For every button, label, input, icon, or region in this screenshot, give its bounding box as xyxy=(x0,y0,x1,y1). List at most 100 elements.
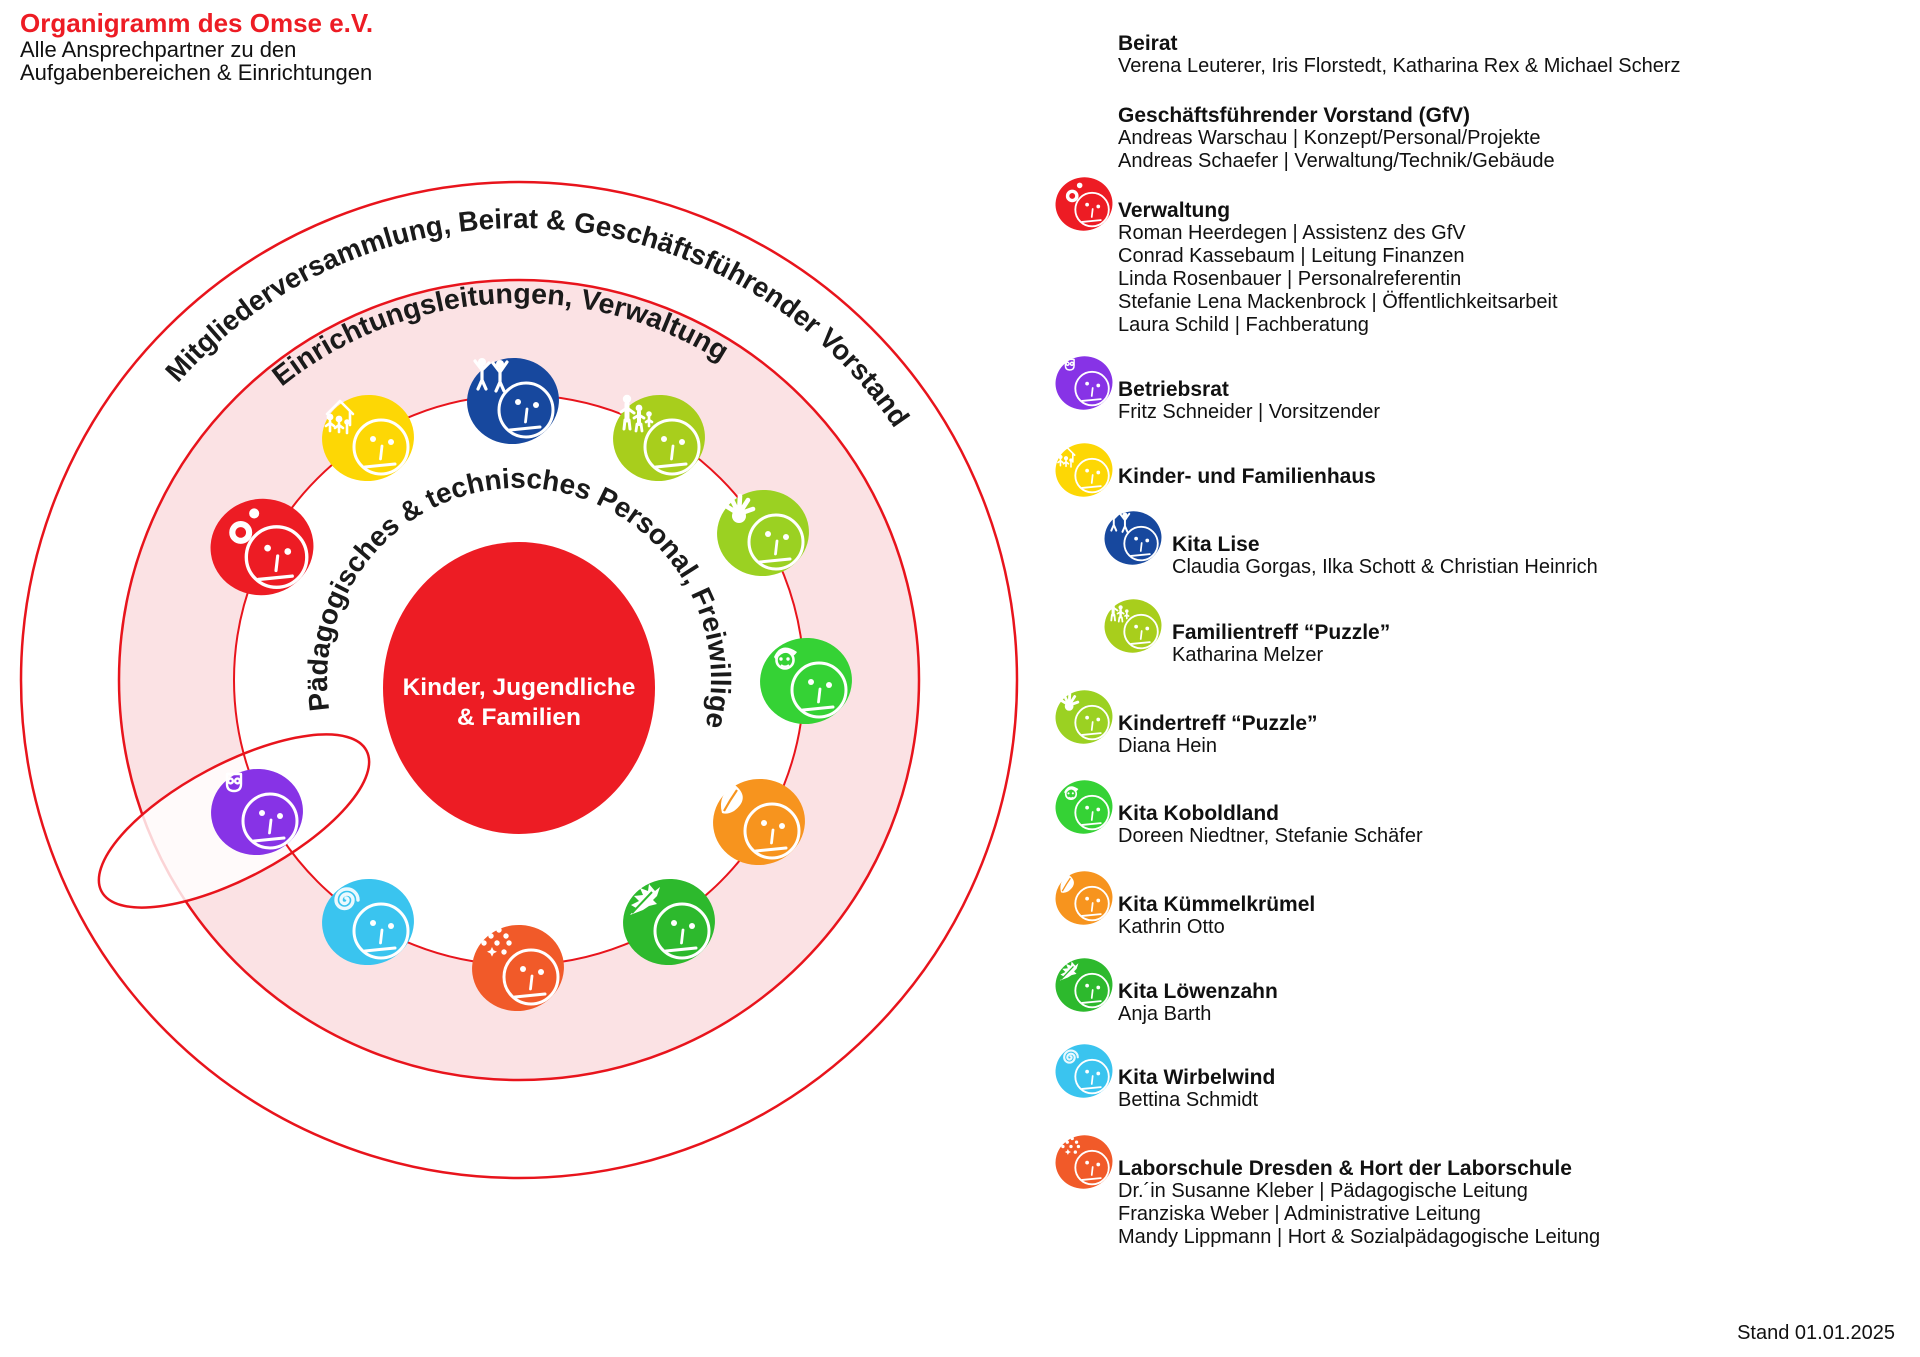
family-icon xyxy=(619,394,654,433)
org-node-kita-wirbelwind xyxy=(322,878,414,966)
legend-section-title: Kita Lise xyxy=(1172,533,1260,556)
legend-person-line: Laura Schild | Fachberatung xyxy=(1118,314,1369,336)
date-stamp: Stand 01.01.2025 xyxy=(1737,1322,1895,1344)
node-circle xyxy=(322,394,414,482)
leaf-icon xyxy=(1060,875,1074,893)
org-node-kita-koboldland xyxy=(760,637,852,725)
legend-section-title: Laborschule Dresden & Hort der Laborschu… xyxy=(1118,1157,1572,1180)
face-icon xyxy=(743,802,801,860)
org-node-laborschule xyxy=(472,924,564,1012)
node-circle xyxy=(1104,511,1162,565)
page-subtitle-line2: Aufgabenbereichen & Einrichtungen xyxy=(20,60,373,85)
legend-icon-laborschule xyxy=(1055,1135,1113,1189)
legend-person-line: Fritz Schneider | Vorsitzender xyxy=(1118,401,1380,423)
page-subtitle-line1: Alle Ansprechpartner zu den xyxy=(20,37,297,62)
face-icon xyxy=(1074,1149,1110,1186)
legend-person-line: Doreen Niedtner, Stefanie Schäfer xyxy=(1118,825,1423,847)
legend-person-line: Kathrin Otto xyxy=(1118,916,1225,938)
omse-logo-icon xyxy=(1065,182,1083,203)
face-icon xyxy=(1074,885,1110,922)
hand-icon xyxy=(723,493,756,523)
legend-person-line: Linda Rosenbauer | Personalreferentin xyxy=(1118,268,1462,290)
leaf-icon xyxy=(720,785,743,814)
legend-icon-familientreff-puzzle xyxy=(1104,599,1162,653)
center-label-line2: & Familien xyxy=(457,704,581,731)
legend-person-line: Conrad Kassebaum | Leitung Finanzen xyxy=(1118,245,1465,267)
mask-icon xyxy=(1064,358,1075,371)
node-circle xyxy=(1055,780,1113,834)
face-icon xyxy=(1074,1058,1110,1095)
dots-icon xyxy=(1061,1136,1081,1155)
face-icon xyxy=(1074,191,1110,228)
legend-section-familientreff-puzzle: Familientreff “Puzzle”Katharina Melzer xyxy=(1172,621,1390,667)
face-icon xyxy=(497,381,555,439)
legend-icon-kita-loewenzahn xyxy=(1055,958,1113,1012)
legend-person-line: Bettina Schmidt xyxy=(1118,1089,1259,1111)
face-icon xyxy=(1074,704,1110,741)
figure-pair-icon xyxy=(1108,511,1131,533)
legend-section-title: Kita Löwenzahn xyxy=(1118,980,1278,1003)
node-circle xyxy=(1055,443,1113,497)
center-circle xyxy=(383,542,655,834)
legend-section-title: Geschäftsführender Vorstand (GfV) xyxy=(1118,104,1470,127)
legend-person-line: Andreas Warschau | Konzept/Personal/Proj… xyxy=(1118,127,1541,149)
legend-icon-kindertreff-puzzle xyxy=(1055,690,1113,744)
legend-section-laborschule: Laborschule Dresden & Hort der Laborschu… xyxy=(1118,1157,1600,1249)
face-icon xyxy=(244,525,309,590)
org-node-betriebsrat xyxy=(211,768,303,856)
legend-person-line: Stefanie Lena Mackenbrock | Öffentlichke… xyxy=(1118,291,1558,313)
face-icon xyxy=(1074,972,1110,1009)
org-node-kinder-und-familienhaus xyxy=(322,394,414,482)
legend-section-title: Kinder- und Familienhaus xyxy=(1118,465,1376,488)
legend-person-line: Franziska Weber | Administrative Leitung xyxy=(1118,1203,1481,1225)
legend-person-line: Katharina Melzer xyxy=(1172,644,1324,666)
node-circle xyxy=(760,637,852,725)
legend-section-title: Familientreff “Puzzle” xyxy=(1172,621,1391,644)
legend-section-title: Kindertreff “Puzzle” xyxy=(1118,712,1318,735)
face-icon xyxy=(790,661,848,719)
kobold-icon xyxy=(1064,786,1079,801)
legend-section-gfv: Geschäftsführender Vorstand (GfV)Andreas… xyxy=(1118,104,1555,173)
face-icon xyxy=(653,902,711,960)
legend-person-line: Dr.´in Susanne Kleber | Pädagogische Lei… xyxy=(1118,1180,1528,1202)
legend-icon-kita-koboldland xyxy=(1055,780,1113,834)
face-icon xyxy=(1074,370,1110,407)
org-node-kita-loewenzahn xyxy=(623,878,715,966)
center-label-line1: Kinder, Jugendliche xyxy=(403,674,636,701)
org-node-kita-kuemmelkruemel xyxy=(713,778,805,866)
family-icon xyxy=(1108,599,1130,623)
spiral-icon xyxy=(1063,1049,1079,1064)
face-icon xyxy=(502,948,560,1006)
legend-section-kindertreff-puzzle: Kindertreff “Puzzle”Diana Hein xyxy=(1118,712,1318,758)
legend-icon-verwaltung xyxy=(1055,177,1113,231)
mask-icon xyxy=(225,772,243,793)
org-node-verwaltung xyxy=(210,498,314,596)
legend-person-line: Roman Heerdegen | Assistenz des GfV xyxy=(1118,222,1466,244)
legend-icon-betriebsrat xyxy=(1055,356,1113,410)
legend-section-title: Betriebsrat xyxy=(1118,378,1229,401)
legend-icon-kita-wirbelwind xyxy=(1055,1044,1113,1098)
legend-section-kinder-und-familienhaus: Kinder- und Familienhaus xyxy=(1118,465,1376,488)
family-house-icon xyxy=(324,399,355,435)
org-node-kindertreff-puzzle xyxy=(717,489,809,577)
figure-pair-icon xyxy=(473,358,509,393)
legend-person-line: Claudia Gorgas, Ilka Schott & Christian … xyxy=(1172,556,1598,578)
legend-person-line: Anja Barth xyxy=(1118,1003,1212,1025)
legend-person-line: Mandy Lippmann | Hort & Sozialpädagogisc… xyxy=(1118,1226,1601,1248)
face-icon xyxy=(1123,613,1159,650)
dandelion-leaf-icon xyxy=(1059,961,1079,981)
face-icon xyxy=(1074,794,1110,831)
face-icon xyxy=(1074,457,1110,494)
legend-section-title: Kita Kümmelkrümel xyxy=(1118,893,1316,916)
node-circle xyxy=(1055,1044,1113,1098)
title-block: Organigramm des Omse e.V. Alle Ansprechp… xyxy=(20,8,373,84)
hand-icon xyxy=(1059,692,1080,711)
